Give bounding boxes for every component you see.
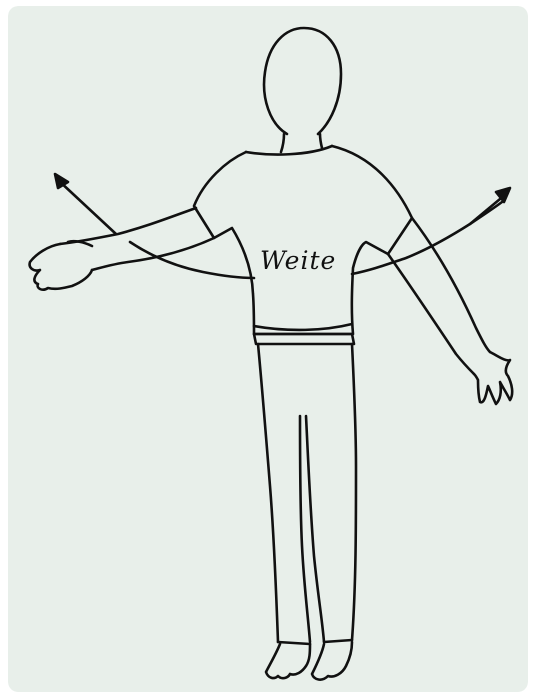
figure-sketch (8, 6, 528, 692)
weite-label: Weite (260, 246, 336, 275)
sketch-card: Weite (8, 6, 528, 692)
